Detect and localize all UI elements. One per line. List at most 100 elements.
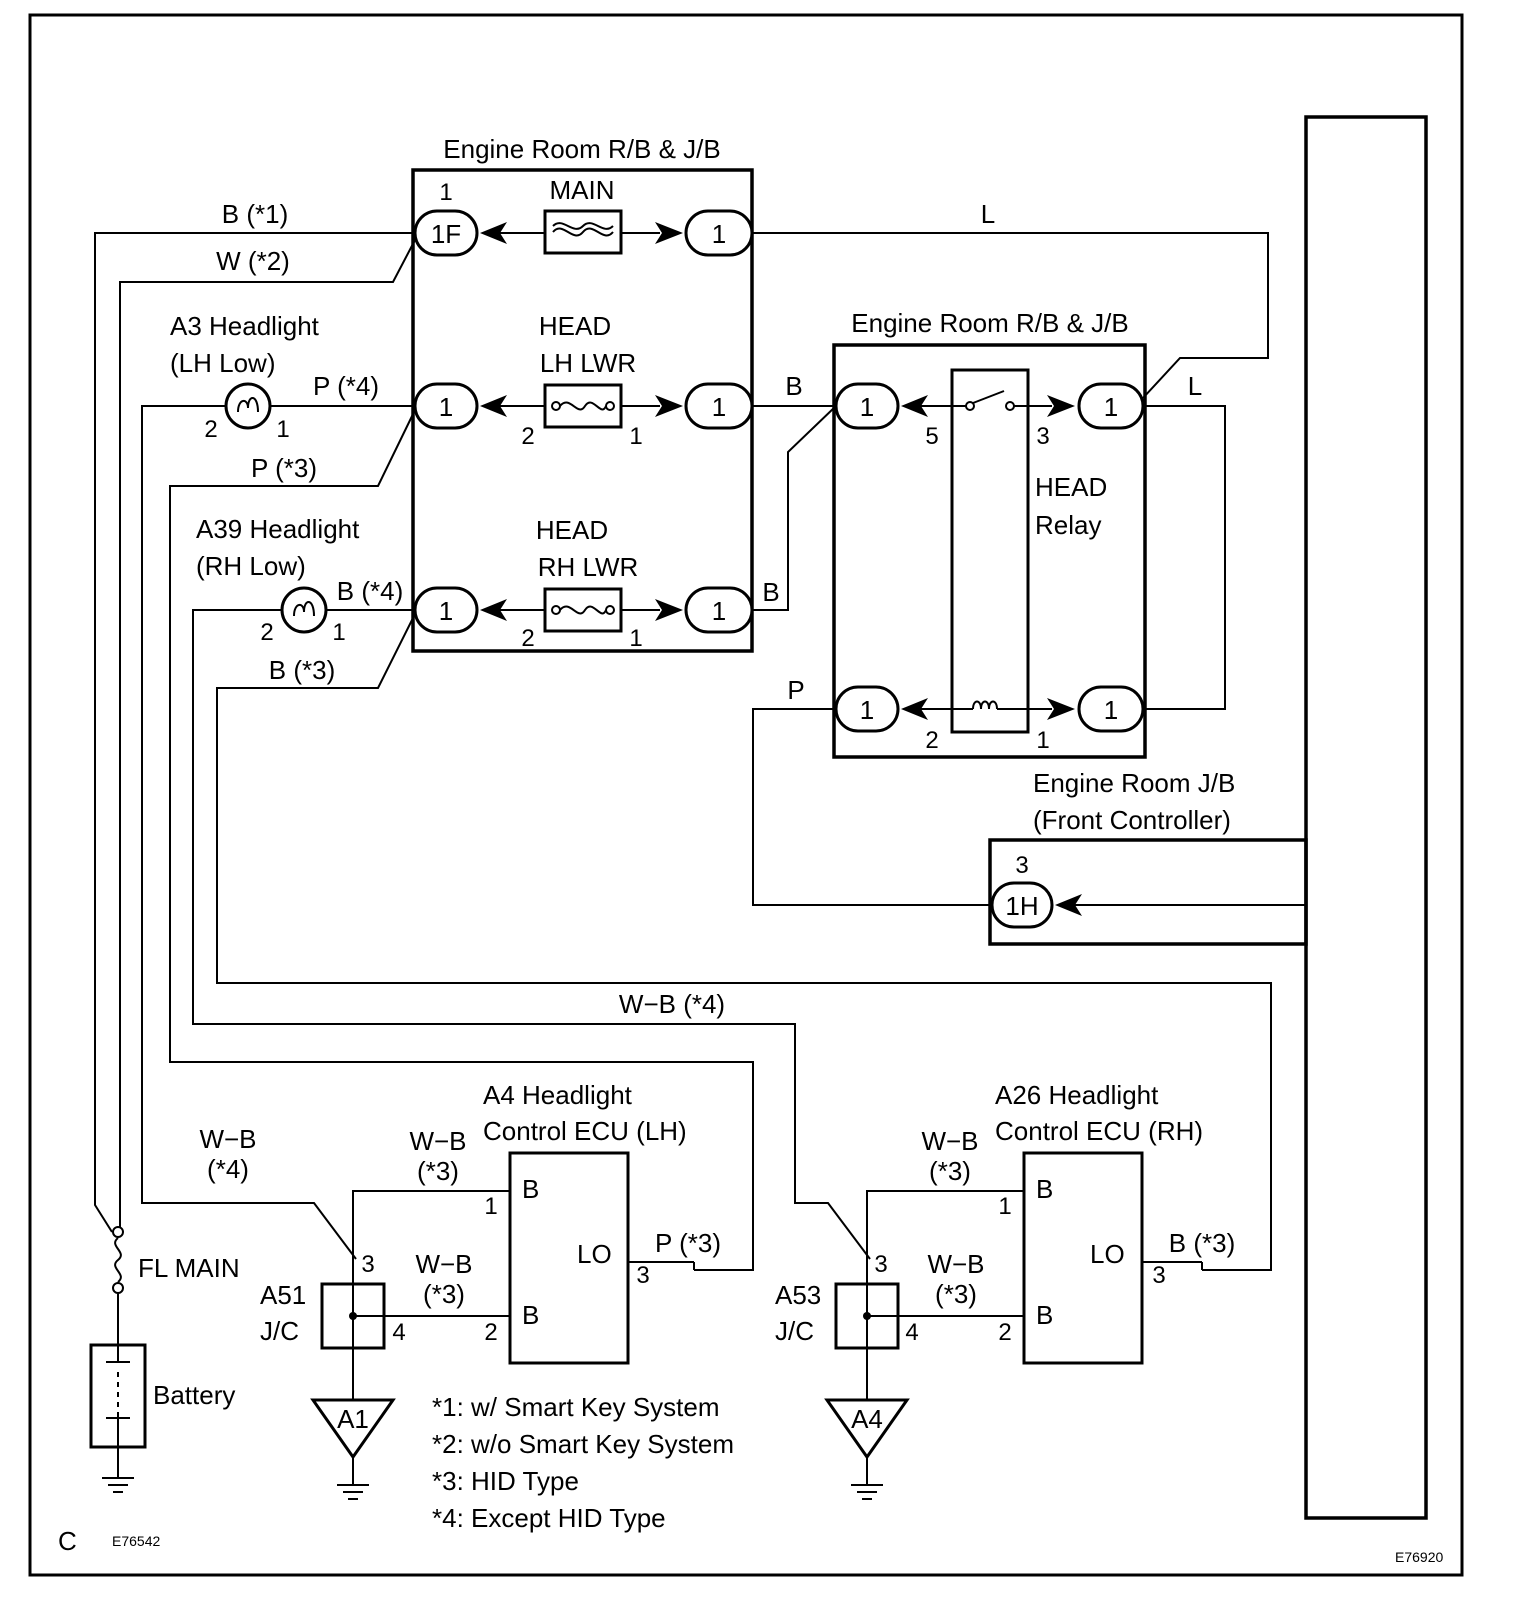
connector-1-label: 1: [712, 392, 726, 422]
pin-label: 3: [1152, 1262, 1165, 1289]
pin-label: 3: [1015, 852, 1028, 879]
ecu-pin-label: LO: [577, 1239, 612, 1269]
wire-label: W−B: [409, 1126, 466, 1156]
a4-ecu-label-2: Control ECU (LH): [483, 1116, 687, 1146]
a51-label-2: J/C: [260, 1316, 299, 1346]
fl-main-label: FL MAIN: [138, 1253, 240, 1283]
terminal-arrow: [1055, 894, 1082, 916]
terminal-arrow: [901, 395, 928, 417]
ground-a4-label: A4: [851, 1404, 883, 1434]
wire-label: W−B: [199, 1124, 256, 1154]
wire-label: W−B (*4): [619, 989, 725, 1019]
a26-headlight-ecu: [1022, 1151, 1144, 1365]
terminal-arrow: [1047, 698, 1075, 720]
connector-1-label: 1: [860, 392, 874, 422]
pin-label: 1: [1036, 727, 1049, 754]
a3-label-2: (LH Low): [170, 348, 275, 378]
pin-label: 2: [521, 423, 534, 450]
terminal-arrow: [901, 698, 928, 720]
a4-headlight-ecu: [508, 1151, 630, 1365]
relay-box: [832, 343, 1147, 759]
head-relay: [950, 368, 1030, 734]
wire-label: B (*3): [269, 655, 335, 685]
pin-label: 2: [998, 1319, 1011, 1346]
note-1: *1: w/ Smart Key System: [432, 1392, 720, 1422]
wire-label: (*3): [417, 1156, 459, 1186]
ecu-pin-label: B: [1036, 1174, 1053, 1204]
pin-label: 1: [332, 619, 345, 646]
pin-label: 2: [521, 625, 534, 652]
connector-1-label: 1: [1104, 392, 1118, 422]
wire-label: (*3): [929, 1156, 971, 1186]
a26-ecu-label-1: A26 Headlight: [995, 1080, 1159, 1110]
wire-label: P: [787, 675, 804, 705]
fuse-box-top-title: Engine Room R/B & J/B: [443, 134, 720, 164]
note-4: *4: Except HID Type: [432, 1503, 666, 1533]
connector-1H-label: 1H: [1005, 891, 1038, 921]
pin-label: 3: [874, 1251, 887, 1278]
connector-1-label: 1: [712, 219, 726, 249]
front-controller-box: [988, 838, 1308, 946]
wire-label: (*3): [935, 1279, 977, 1309]
ground-icon: [851, 1484, 883, 1500]
wire-label: L: [1188, 371, 1202, 401]
pin-label: 3: [1036, 423, 1049, 450]
pin-label: 4: [392, 1319, 405, 1346]
pin-label: 2: [484, 1319, 497, 1346]
wire-label: B: [785, 371, 802, 401]
section-code: C: [58, 1526, 77, 1556]
terminal-arrow: [480, 395, 507, 417]
figure-code-right: E76920: [1395, 1549, 1443, 1565]
ground-icon: [102, 1477, 134, 1493]
ground-icon: [337, 1484, 369, 1500]
terminal-arrow: [655, 395, 683, 417]
a3-label-1: A3 Headlight: [170, 311, 320, 341]
pin-label: 1: [439, 179, 452, 206]
wire-label: B (*1): [222, 199, 288, 229]
note-2: *2: w/o Smart Key System: [432, 1429, 734, 1459]
a4-ecu-label-1: A4 Headlight: [483, 1080, 633, 1110]
pin-label: 1: [998, 1193, 1011, 1220]
battery-label: Battery: [153, 1380, 235, 1410]
connector-1-label: 1: [860, 695, 874, 725]
wire-label: W (*2): [216, 246, 290, 276]
wire-label: B (*4): [337, 576, 403, 606]
relay-box-title: Engine Room R/B & J/B: [851, 308, 1128, 338]
connector-1-label: 1: [712, 596, 726, 626]
pin-label: 4: [905, 1319, 918, 1346]
wire-label: B: [762, 577, 779, 607]
head-relay-label-2: Relay: [1035, 510, 1101, 540]
terminal-arrow: [480, 599, 507, 621]
front-controller-title-1: Engine Room J/B: [1033, 768, 1235, 798]
main-fuse-label: MAIN: [550, 175, 615, 205]
wire-label: P (*4): [313, 371, 379, 401]
pin-label: 1: [276, 416, 289, 443]
fuse-lh-label-1: HEAD: [539, 311, 611, 341]
fl-main-fuse: [114, 1237, 122, 1283]
connector-1F-label: 1F: [431, 219, 461, 249]
connector-1-label: 1: [439, 596, 453, 626]
ground-a1-label: A1: [337, 1404, 369, 1434]
ground-a4: [824, 1398, 910, 1460]
front-controller-title-2: (Front Controller): [1033, 805, 1231, 835]
ground-a1: [310, 1398, 396, 1460]
wire-label: W−B: [921, 1126, 978, 1156]
pin-label: 2: [260, 619, 273, 646]
terminal-arrow: [655, 222, 683, 244]
pin-label: 1: [629, 423, 642, 450]
fuse-lh-label-2: LH LWR: [540, 348, 636, 378]
a53-label-2: J/C: [775, 1316, 814, 1346]
ecu-pin-label: LO: [1090, 1239, 1125, 1269]
a53-label-1: A53: [775, 1280, 821, 1310]
pin-label: 1: [484, 1193, 497, 1220]
a51-label-1: A51: [260, 1280, 306, 1310]
terminal-arrow: [1047, 395, 1075, 417]
a26-ecu-label-2: Control ECU (RH): [995, 1116, 1203, 1146]
pin-label: 2: [204, 416, 217, 443]
wire-label: W−B: [415, 1249, 472, 1279]
wire-label: P (*3): [655, 1228, 721, 1258]
ecu-pin-label: B: [1036, 1300, 1053, 1330]
ecu-pin-label: B: [522, 1174, 539, 1204]
pin-label: 3: [361, 1251, 374, 1278]
